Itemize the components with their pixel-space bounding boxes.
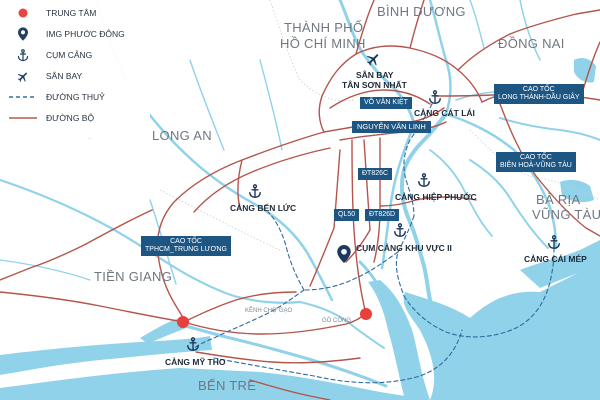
- region-label-ben-tre: BẾN TRE: [198, 378, 257, 393]
- legend-label: TRUNG TÂM: [46, 8, 97, 18]
- place-label-go-cong: GÒ CÔNG: [322, 318, 352, 324]
- highway-tag-long-thanh-dau-giay: CAO TỐC LONG THÀNH-DẦU GIÂY: [494, 84, 584, 104]
- region-label-hcmc-line1: THÀNH PHỐ: [284, 20, 364, 35]
- highway-tag-bien-hoa-vung-tau: CAO TỐC BIÊN HOÀ-VŨNG TÀU: [496, 152, 576, 172]
- legend-item-center: TRUNG TÂM: [6, 5, 96, 21]
- region-label-long-an: LONG AN: [152, 128, 212, 143]
- airplane-icon: [6, 68, 40, 84]
- anchor-icon: [393, 223, 407, 243]
- region-label-dong-nai: ĐỒNG NAI: [498, 36, 565, 51]
- airplane-icon: [366, 51, 382, 72]
- legend-label: ĐƯỜNG THUỶ: [46, 92, 105, 102]
- anchor-icon: [6, 47, 40, 63]
- port-label-my-tho: CẢNG MỸ THO: [165, 357, 226, 367]
- airport-label-line2: TÂN SƠN NHẤT: [342, 80, 407, 90]
- road-tag-dt826c: ĐT826C: [358, 168, 393, 180]
- red-dot-icon: [6, 5, 40, 21]
- anchor-icon: [428, 90, 442, 110]
- airport-label-line1: SÂN BAY: [356, 70, 394, 80]
- region-label-ba-ria-line2: VŨNG TÀU: [532, 207, 600, 222]
- legend-item-road: ĐƯỜNG BỘ: [6, 110, 94, 126]
- highway-tag-tphcm-line1: CAO TỐC: [170, 238, 202, 245]
- anchor-icon: [186, 337, 200, 357]
- region-label-hcmc-line2: HỒ CHÍ MINH: [280, 36, 366, 51]
- map-pin-icon: [6, 26, 40, 42]
- anchor-icon: [547, 235, 561, 255]
- legend-item-img-phuoc-dong: IMG PHƯỚC ĐÔNG: [6, 26, 125, 42]
- anchor-icon: [417, 173, 431, 193]
- anchor-icon: [248, 184, 262, 204]
- port-label-cai-mep: CẢNG CÁI MÉP: [524, 254, 587, 264]
- port-label-cat-lai: CẢNG CÁT LÁI: [414, 108, 475, 118]
- legend-item-ports: CỤM CẢNG: [6, 47, 92, 63]
- province-boundaries: [159, 0, 600, 251]
- port-label-ben-luc: CẢNG BẾN LỨC: [230, 203, 297, 213]
- highway-tag-tphcm-line2: TPHCM_TRUNG LƯƠNG: [145, 246, 227, 253]
- highway-tag-bien-hoa-line2: BIÊN HOÀ-VŨNG TÀU: [500, 162, 572, 169]
- legend-item-airport: SÂN BAY: [6, 68, 82, 84]
- port-label-khu-vuc-ii: CỤM CẢNG KHU VỰC II: [356, 243, 452, 253]
- road-tag-vo-van-kiet: VÕ VĂN KIỆT: [360, 97, 412, 109]
- port-label-hiep-phuoc: CẢNG HIỆP PHƯỚC: [395, 192, 477, 202]
- road-tag-ql50: QL50: [334, 209, 360, 221]
- legend-label: SÂN BAY: [46, 71, 83, 81]
- center-dot-go-cong: [360, 308, 372, 320]
- legend-item-waterway: ĐƯỜNG THUỶ: [6, 89, 105, 105]
- solid-line-icon: [6, 110, 40, 126]
- region-label-tien-giang: TIỀN GIANG: [94, 269, 173, 284]
- legend-label: IMG PHƯỚC ĐÔNG: [46, 29, 125, 39]
- region-label-binh-duong: BÌNH DƯƠNG: [377, 4, 466, 19]
- map-pin-icon: [337, 245, 351, 268]
- legend-label: ĐƯỜNG BỘ: [46, 113, 95, 123]
- dashed-line-icon: [6, 89, 40, 105]
- highway-tag-long-thanh-line1: CAO TỐC: [522, 86, 555, 93]
- highway-tag-bien-hoa-line1: CAO TỐC: [520, 154, 552, 161]
- map-legend: TRUNG TÂM IMG PHƯỚC ĐÔNG CỤM CẢNG SÂN BA…: [0, 0, 150, 138]
- highway-tag-tphcm-trung-luong: CAO TỐC TPHCM_TRUNG LƯƠNG: [141, 236, 231, 256]
- road-tag-dt826d: ĐT826D: [365, 209, 400, 221]
- center-dot-tien-giang: [177, 316, 189, 328]
- legend-label: CỤM CẢNG: [46, 50, 93, 60]
- water-bodies: [0, 58, 600, 400]
- region-label-ba-ria-line1: BÀ RỊA: [536, 192, 581, 207]
- highway-tag-long-thanh-line2: LONG THÀNH-DẦU GIÂY: [498, 94, 580, 101]
- canal-label-kenh-cho-gao: KÊNH CHỢ GẠO: [245, 308, 293, 314]
- road-tag-nguyen-van-linh: NGUYỄN VĂN LINH: [352, 121, 431, 133]
